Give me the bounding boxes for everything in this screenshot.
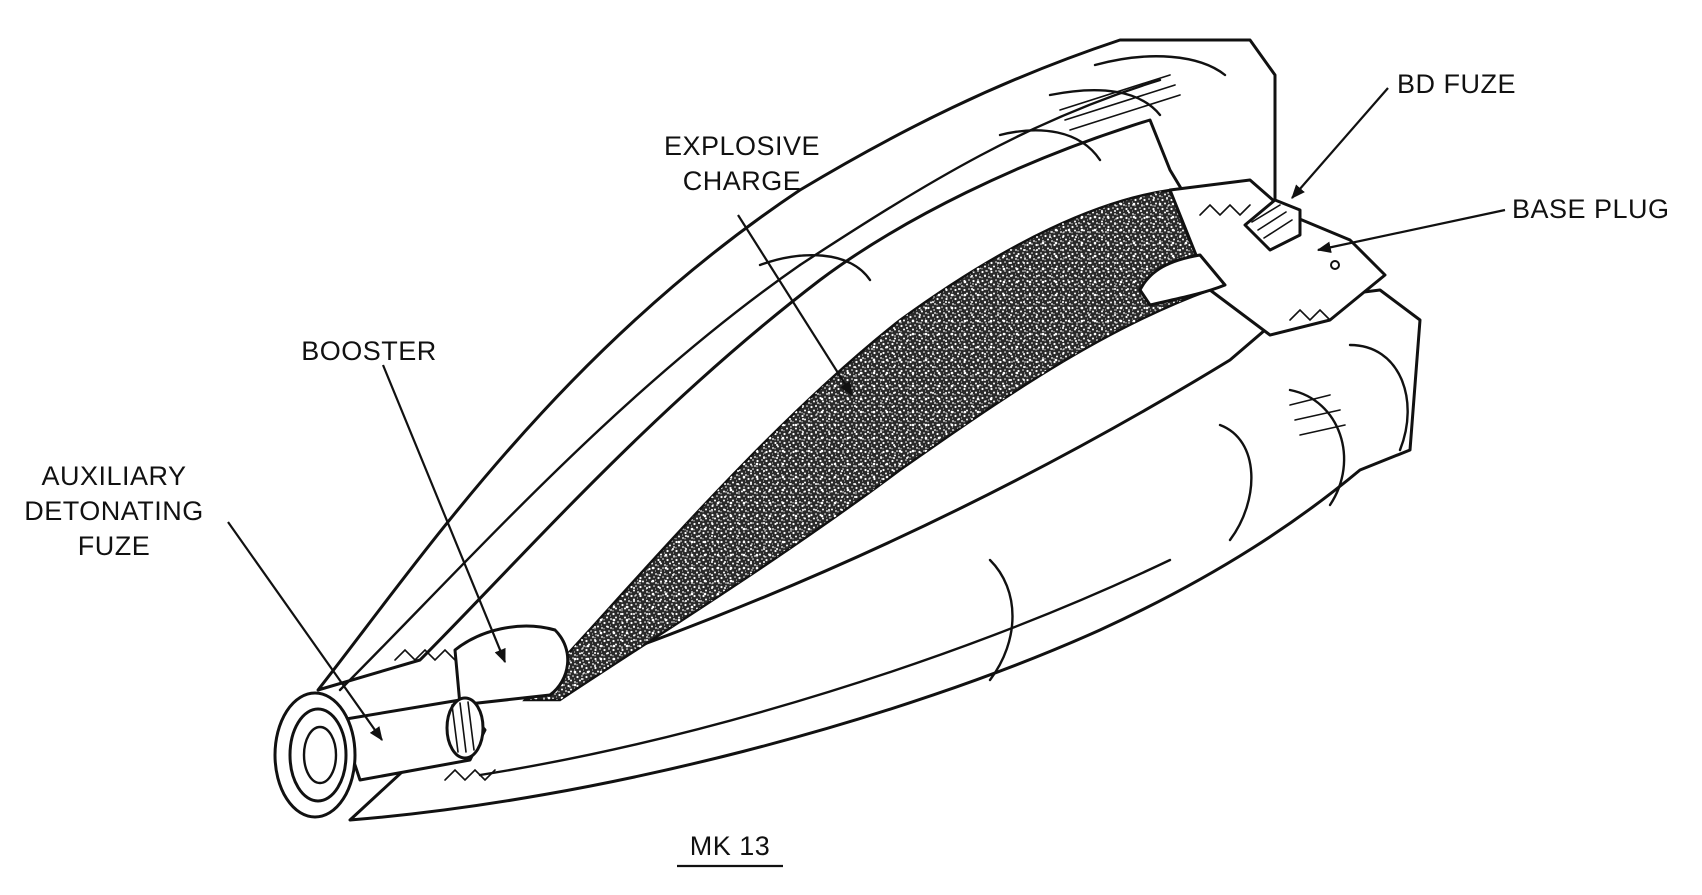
leader-booster xyxy=(381,364,507,664)
label-explosive-charge-line1: EXPLOSIVE xyxy=(664,131,820,161)
leader-explosive-charge xyxy=(737,214,853,396)
projectile-upper-body xyxy=(316,38,1277,692)
label-base-plug: BASE PLUG xyxy=(1512,194,1670,224)
bd-fuze-part xyxy=(1243,198,1302,252)
auxiliary-detonating-fuze-part xyxy=(338,696,496,782)
leader-lines xyxy=(227,87,1506,741)
label-explosive-charge-line2: CHARGE xyxy=(683,166,802,196)
leader-base-plug xyxy=(1316,208,1506,254)
leader-auxiliary-fuze xyxy=(227,521,383,741)
base-plug-part xyxy=(1138,178,1387,337)
caption-mk13: MK 13 xyxy=(690,831,771,861)
booster-part xyxy=(394,624,570,707)
label-auxiliary-line1: AUXILIARY xyxy=(41,461,186,491)
label-booster: BOOSTER xyxy=(301,336,437,366)
leader-bd-fuze xyxy=(1291,87,1389,199)
nose-tip xyxy=(273,691,357,819)
label-bd-fuze: BD FUZE xyxy=(1397,69,1516,99)
projectile-lower-body xyxy=(348,288,1422,822)
label-auxiliary-line2: DETONATING xyxy=(24,496,204,526)
label-auxiliary-line3: FUZE xyxy=(78,531,151,561)
